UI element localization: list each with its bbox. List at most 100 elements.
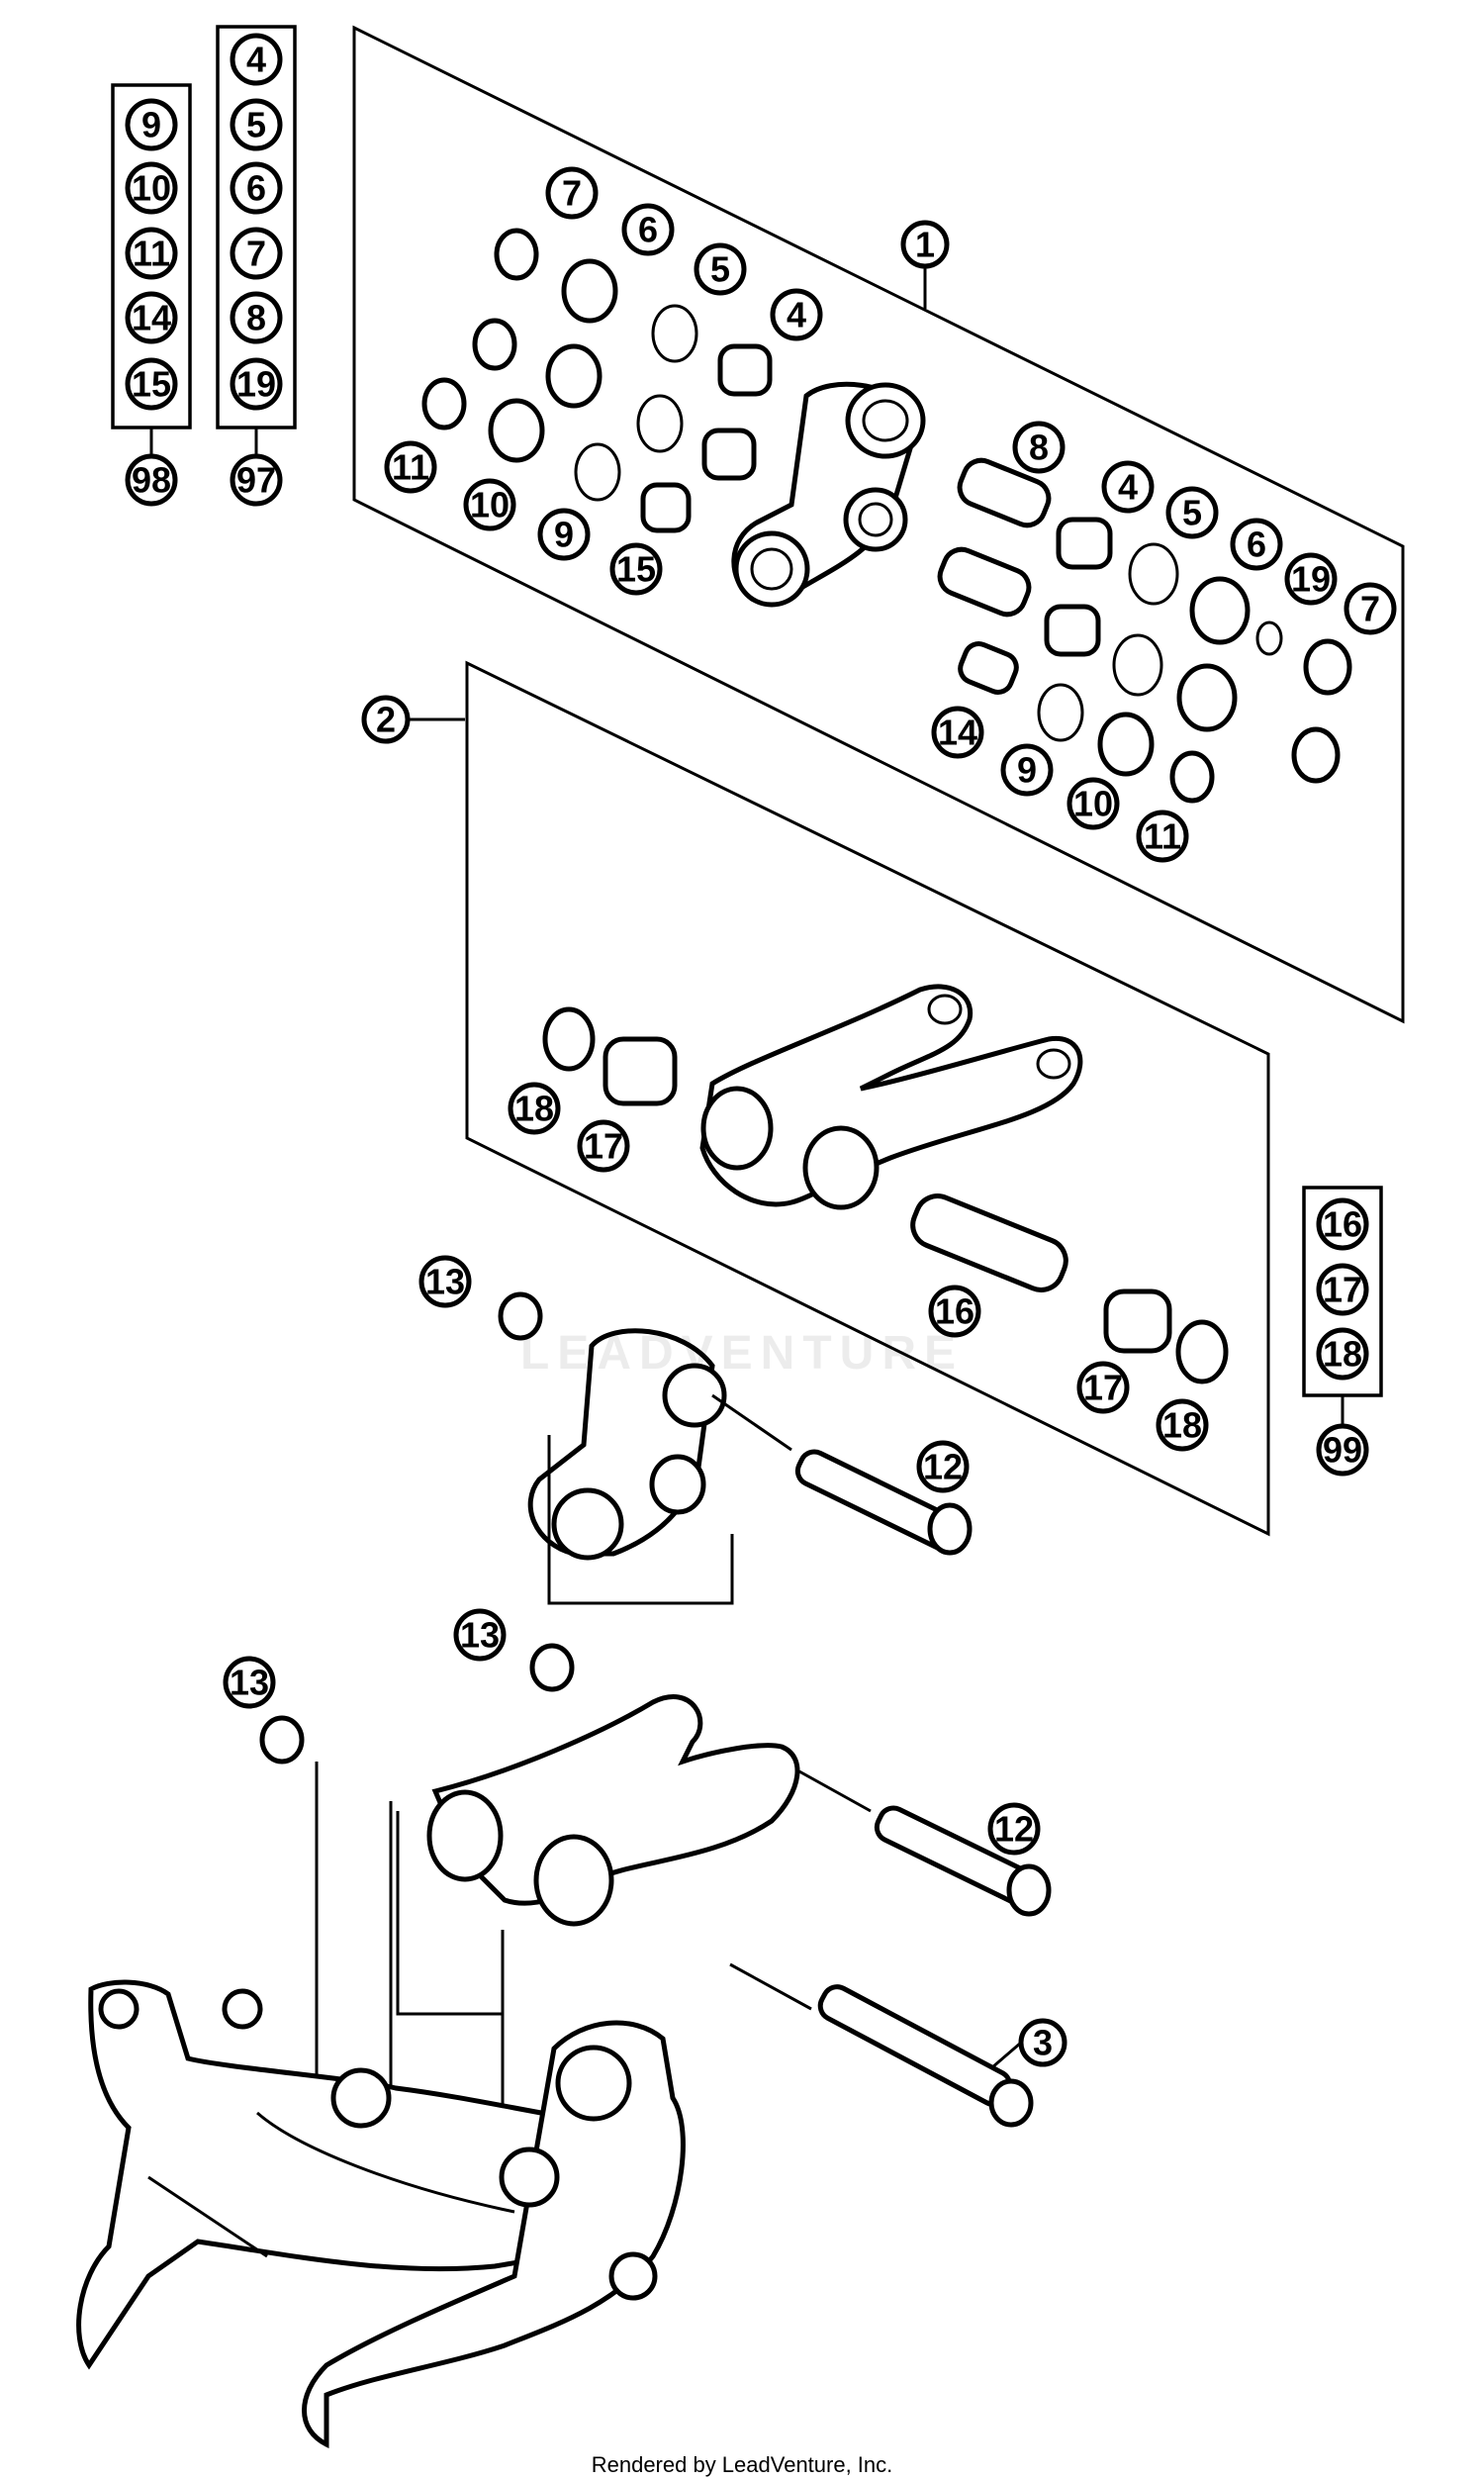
kit-98-item[interactable]: 10 xyxy=(125,161,178,215)
kit-98-item[interactable]: 11 xyxy=(125,227,178,280)
callout-18[interactable]: 18 xyxy=(508,1082,561,1135)
svg-text:6: 6 xyxy=(246,168,266,209)
callout-9[interactable]: 9 xyxy=(1000,743,1054,797)
washer-part xyxy=(1037,683,1084,742)
svg-text:19: 19 xyxy=(1291,559,1331,600)
o-ring-part xyxy=(1255,620,1283,656)
svg-text:14: 14 xyxy=(938,713,977,753)
svg-text:5: 5 xyxy=(246,105,266,145)
callout-16[interactable]: 16 xyxy=(928,1285,981,1338)
callout-15[interactable]: 15 xyxy=(609,542,663,596)
washer-part xyxy=(498,1291,543,1341)
callout-17[interactable]: 17 xyxy=(1076,1361,1130,1414)
callout-13[interactable]: 13 xyxy=(418,1255,472,1308)
kit-99-number[interactable]: 99 xyxy=(1316,1423,1369,1477)
callout-6[interactable]: 6 xyxy=(1230,518,1283,571)
callout-9[interactable]: 9 xyxy=(537,508,591,561)
kit-97-item[interactable]: 5 xyxy=(230,98,283,151)
svg-text:4: 4 xyxy=(787,295,806,335)
svg-text:6: 6 xyxy=(638,210,658,250)
pin-sleeve-part xyxy=(937,546,1032,618)
callout-8[interactable]: 8 xyxy=(1012,421,1066,474)
kit-97-item[interactable]: 7 xyxy=(230,227,283,280)
washer-part xyxy=(574,442,621,502)
svg-text:3: 3 xyxy=(1033,2023,1053,2063)
washer-part xyxy=(636,394,684,453)
washer-part xyxy=(259,1715,305,1765)
callout-2[interactable]: 2 xyxy=(361,695,411,744)
kit-99-item[interactable]: 16 xyxy=(1316,1197,1369,1251)
svg-text:19: 19 xyxy=(236,364,276,405)
bearing-part xyxy=(472,318,517,371)
callout-3[interactable]: 3 xyxy=(1018,2018,1067,2067)
callout-4[interactable]: 4 xyxy=(1101,460,1155,514)
bushing-part xyxy=(603,1036,678,1106)
bearing-part xyxy=(421,377,467,430)
callout-11[interactable]: 11 xyxy=(384,440,437,494)
kit-98-item[interactable]: 15 xyxy=(125,357,178,411)
svg-text:11: 11 xyxy=(392,447,429,488)
kit-99-item[interactable]: 18 xyxy=(1316,1327,1369,1381)
callout-10[interactable]: 10 xyxy=(463,478,516,531)
kit-97-item[interactable]: 19 xyxy=(230,357,283,411)
kit-97-item[interactable]: 8 xyxy=(230,291,283,344)
callout-11[interactable]: 11 xyxy=(1136,810,1189,863)
callout-13[interactable]: 13 xyxy=(453,1608,507,1662)
callout-17[interactable]: 17 xyxy=(577,1119,630,1173)
callout-5[interactable]: 5 xyxy=(1165,486,1219,539)
callout-1[interactable]: 1 xyxy=(900,220,950,269)
svg-text:13: 13 xyxy=(425,1262,465,1302)
kit-97-item[interactable]: 4 xyxy=(230,33,283,86)
pin-sleeve-part xyxy=(910,1193,1068,1292)
callout-12[interactable]: 12 xyxy=(987,1802,1041,1856)
seal-ring-part xyxy=(1176,663,1238,732)
callout-19[interactable]: 19 xyxy=(1284,552,1338,606)
svg-text:5: 5 xyxy=(1182,493,1202,533)
callout-12[interactable]: 12 xyxy=(916,1440,970,1493)
svg-text:18: 18 xyxy=(514,1089,554,1129)
callout-10[interactable]: 10 xyxy=(1067,777,1120,830)
svg-text:99: 99 xyxy=(1323,1430,1362,1471)
bearing-part xyxy=(494,228,539,281)
svg-text:7: 7 xyxy=(246,234,266,274)
callout-7[interactable]: 7 xyxy=(1344,582,1397,635)
svg-text:17: 17 xyxy=(1323,1270,1362,1310)
callout-14[interactable]: 14 xyxy=(931,706,984,759)
kit-97-item[interactable]: 6 xyxy=(230,161,283,215)
svg-text:17: 17 xyxy=(1083,1368,1123,1408)
kit-98-item[interactable]: 14 xyxy=(125,291,178,344)
callout-6[interactable]: 6 xyxy=(621,203,675,256)
bushing-part xyxy=(701,428,757,481)
kit-97-number[interactable]: 97 xyxy=(230,453,283,507)
seal-ring-part xyxy=(488,398,545,463)
callout-7[interactable]: 7 xyxy=(545,166,599,220)
bushing-part xyxy=(717,343,773,397)
svg-text:9: 9 xyxy=(554,515,574,555)
swingarm-frame-part xyxy=(76,1979,686,2449)
svg-text:13: 13 xyxy=(230,1663,269,1703)
svg-text:10: 10 xyxy=(470,485,510,525)
washer-part xyxy=(1128,542,1179,606)
washer-part xyxy=(651,304,698,363)
svg-text:7: 7 xyxy=(1360,589,1380,629)
bearing-part xyxy=(1169,750,1215,804)
svg-text:9: 9 xyxy=(1017,750,1037,791)
svg-text:12: 12 xyxy=(923,1447,963,1487)
callout-5[interactable]: 5 xyxy=(694,242,747,296)
bushing-part xyxy=(1044,604,1101,657)
kit-98-item[interactable]: 9 xyxy=(125,98,178,151)
svg-text:7: 7 xyxy=(562,173,582,214)
washer-part xyxy=(529,1643,575,1692)
bushing-part xyxy=(1056,517,1113,570)
callout-13[interactable]: 13 xyxy=(223,1656,276,1709)
svg-text:18: 18 xyxy=(1323,1334,1362,1375)
svg-text:13: 13 xyxy=(460,1615,500,1656)
svg-text:2: 2 xyxy=(376,700,396,740)
svg-text:8: 8 xyxy=(246,298,266,338)
svg-text:98: 98 xyxy=(132,460,171,501)
kit-98-number[interactable]: 98 xyxy=(125,453,178,507)
callout-18[interactable]: 18 xyxy=(1156,1398,1209,1452)
kit-99-item[interactable]: 17 xyxy=(1316,1263,1369,1316)
callout-4[interactable]: 4 xyxy=(770,288,823,341)
